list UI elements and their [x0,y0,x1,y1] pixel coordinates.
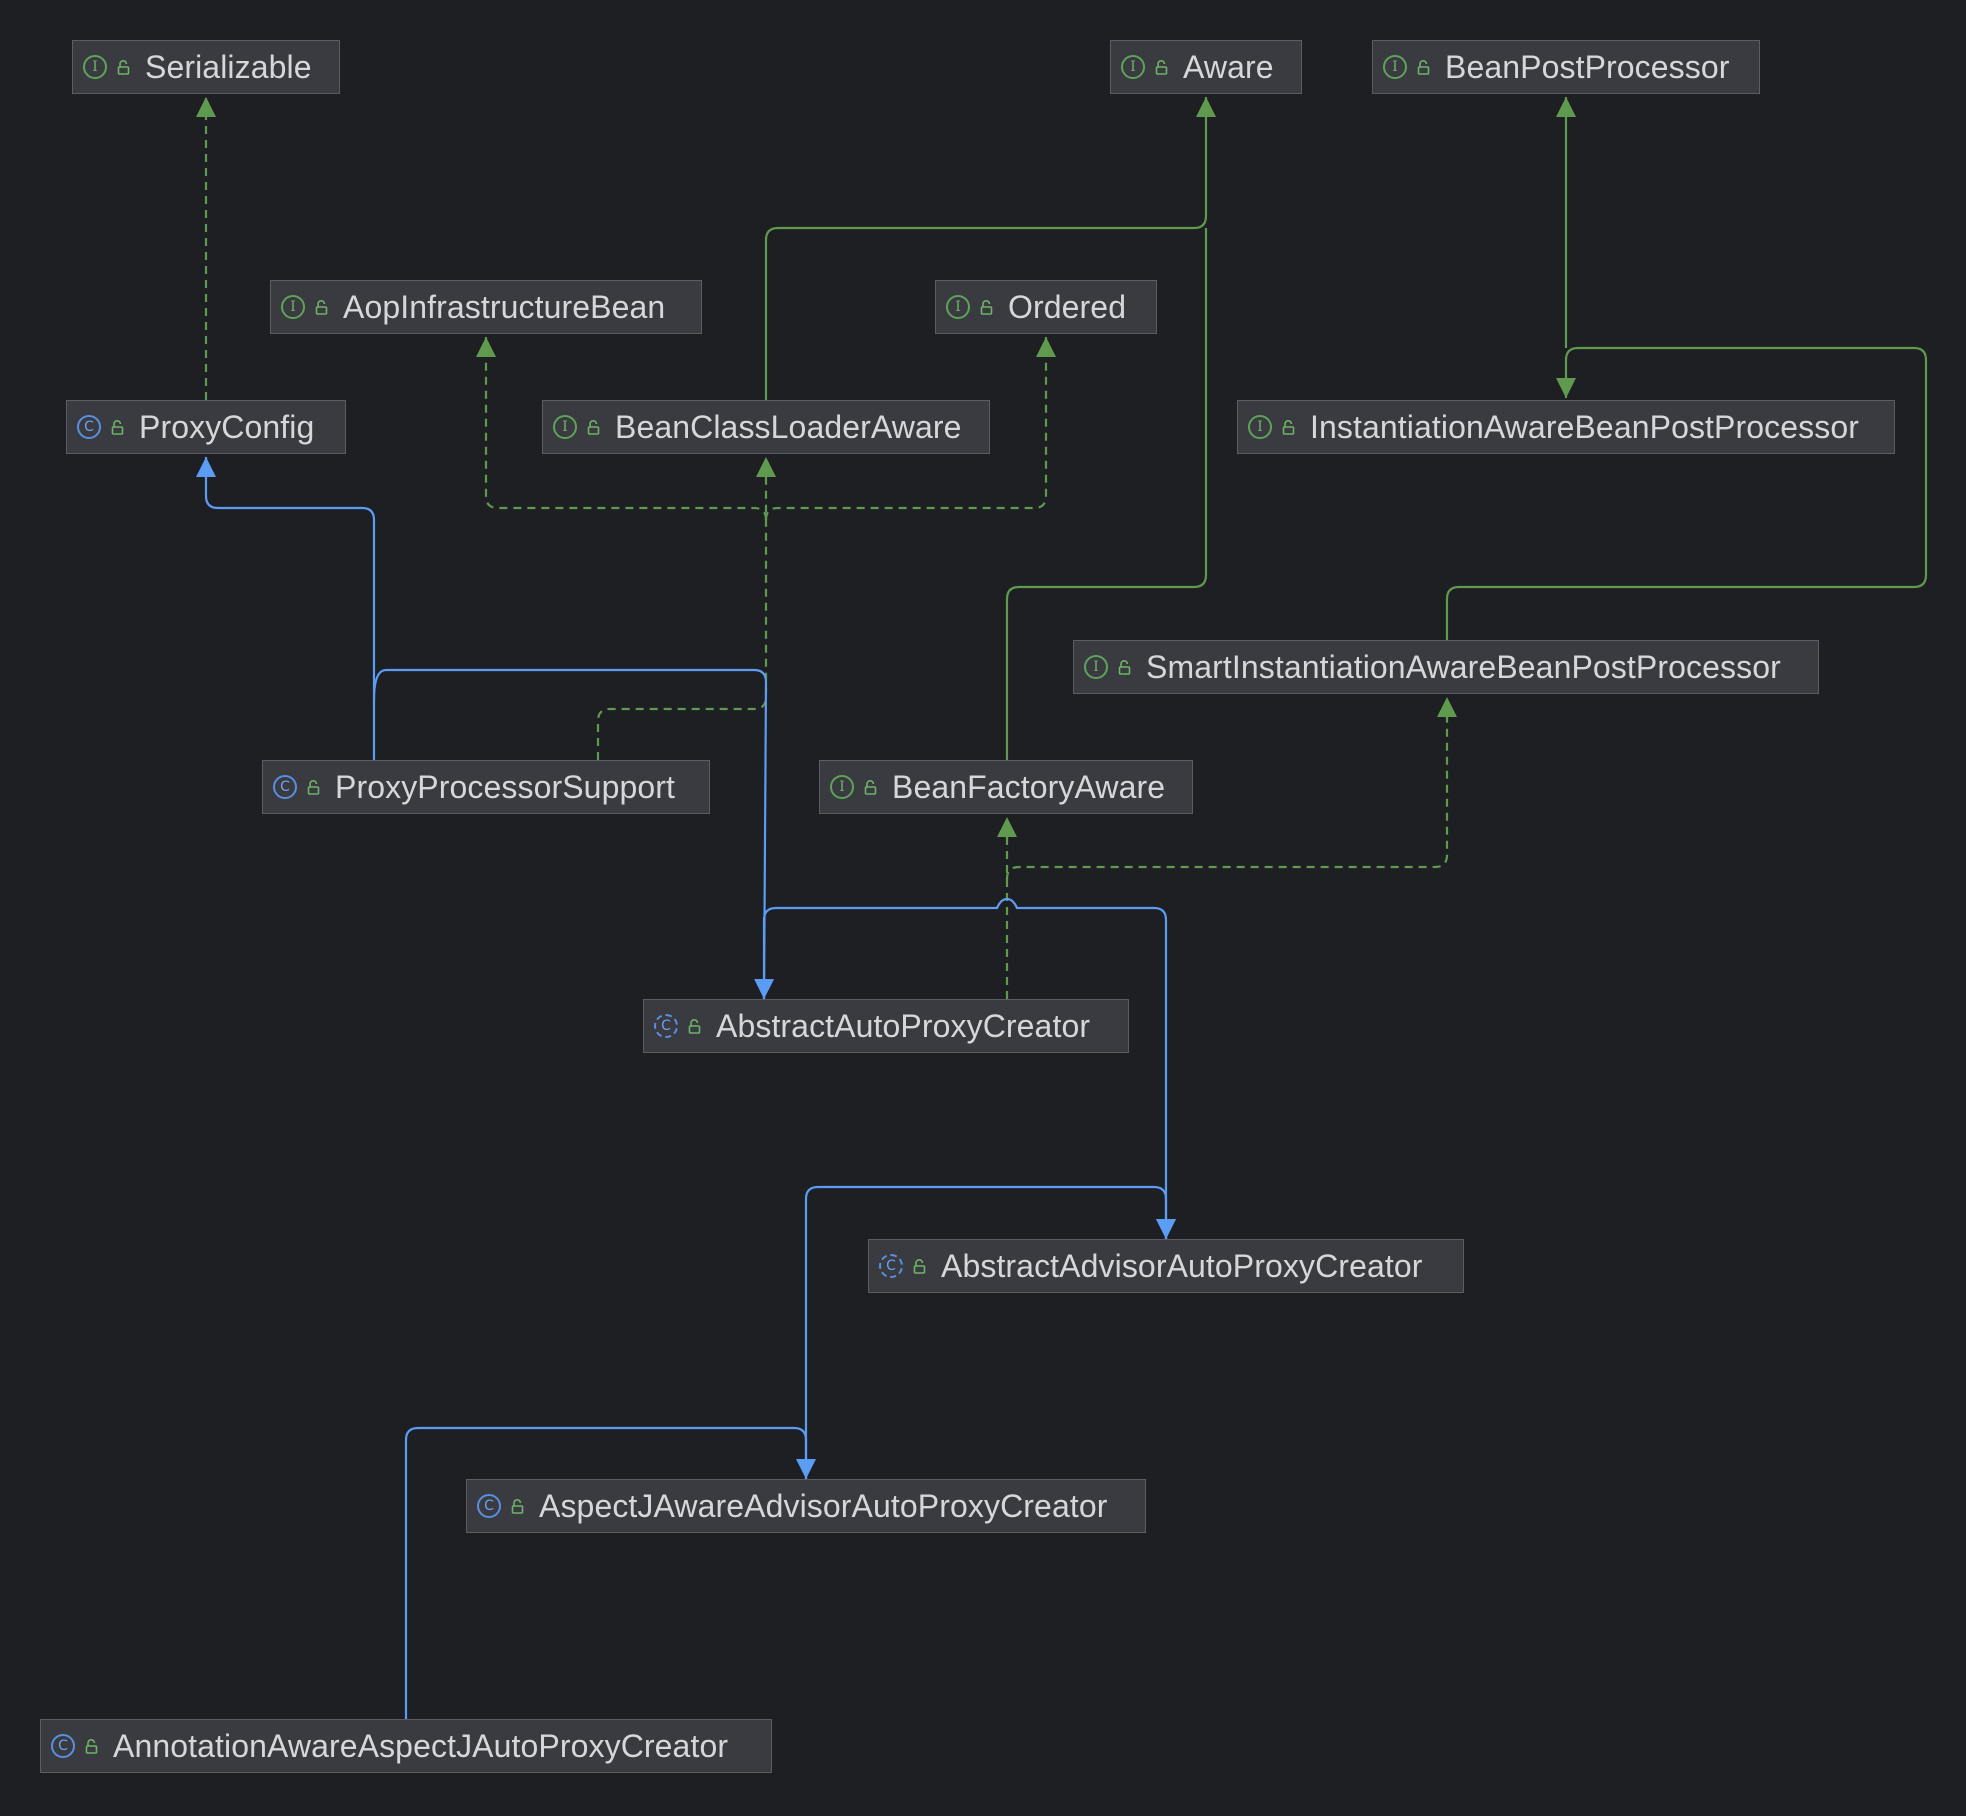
node-label: AbstractAutoProxyCreator [716,1007,1091,1044]
node-beanclassloaderaware[interactable]: I BeanClassLoaderAware [542,400,990,454]
abstract-class-icon: C [879,1254,903,1278]
edge-pps-to-ordered [764,337,1056,521]
edge-beanclassloaderaware-to-aware [764,97,1216,400]
unlock-icon [315,300,328,315]
node-aspectjawareadvisorautoproxycreator[interactable]: C AspectJAwareAdvisorAutoProxyCreator [466,1479,1146,1533]
unlock-icon [111,420,124,435]
unlock-icon [1155,60,1168,75]
edge-siabpp-to-iabpp [1445,346,1928,640]
node-proxyprocessorsupport[interactable]: C ProxyProcessorSupport [262,760,710,814]
interface-icon: I [83,55,107,79]
node-label: Serializable [145,48,312,85]
edge-aapc-to-aapc [762,897,1176,1239]
node-annotationawareaspectjautoproxycreator[interactable]: C AnnotationAwareAspectJAutoProxyCreator [40,1719,772,1773]
class-icon: C [273,775,297,799]
node-instantiationawarebeanpostprocessor[interactable]: I InstantiationAwareBeanPostProcessor [1237,400,1895,454]
node-label: AnnotationAwareAspectJAutoProxyCreator [113,1727,729,1764]
unlock-icon [688,1019,701,1034]
unlock-icon [587,420,600,435]
class-icon: C [477,1494,501,1518]
node-label: ProxyProcessorSupport [335,768,676,805]
node-aopinfrastructurebean[interactable]: I AopInfrastructureBean [270,280,702,334]
edge-pps-to-proxyconfig [196,457,376,760]
node-label: InstantiationAwareBeanPostProcessor [1310,408,1859,445]
edge-aspectj-to-aadvapc [804,1185,1176,1479]
unlock-icon [864,780,877,795]
unlock-icon [1417,60,1430,75]
unlock-icon [1118,660,1131,675]
node-label: SmartInstantiationAwareBeanPostProcessor [1146,648,1781,685]
unlock-icon [307,780,320,795]
interface-icon: I [1248,415,1272,439]
interface-icon: I [553,415,577,439]
node-label: BeanFactoryAware [892,768,1166,805]
node-beanpostprocessor[interactable]: I BeanPostProcessor [1372,40,1760,94]
unlock-icon [511,1499,524,1514]
abstract-class-icon: C [654,1014,678,1038]
node-label: AspectJAwareAdvisorAutoProxyCreator [539,1487,1108,1524]
node-beanfactoryaware[interactable]: I BeanFactoryAware [819,760,1193,814]
interface-icon: I [946,295,970,319]
unlock-icon [1282,420,1295,435]
interface-icon: I [1121,55,1145,79]
interface-icon: I [1084,655,1108,679]
class-icon: C [51,1734,75,1758]
node-label: Aware [1183,48,1274,85]
edge-aapc-to-siabpp [1005,697,1457,880]
node-label: ProxyConfig [139,408,315,445]
node-abstractautoproxycreator[interactable]: C AbstractAutoProxyCreator [643,999,1129,1053]
class-icon: C [77,415,101,439]
node-label: Ordered [1008,288,1127,325]
edge-pps-branch-to-aapc [372,668,775,1000]
edge-annotation-to-aspectj [404,1426,816,1719]
node-abstractadvisorautoproxycreator[interactable]: C AbstractAdvisorAutoProxyCreator [868,1239,1464,1293]
node-ordered[interactable]: I Ordered [935,280,1157,334]
node-label: AopInfrastructureBean [343,288,666,325]
node-smartinstantiationawarebeanpostprocessor[interactable]: I SmartInstantiationAwareBeanPostProcess… [1073,640,1819,694]
node-label: AbstractAdvisorAutoProxyCreator [941,1247,1423,1284]
unlock-icon [980,300,993,315]
unlock-icon [85,1739,98,1754]
edge-beanfactoryaware-to-aware [1005,228,1208,760]
unlock-icon [117,60,130,75]
interface-icon: I [830,775,854,799]
node-aware[interactable]: I Aware [1110,40,1302,94]
node-proxyconfig[interactable]: C ProxyConfig [66,400,346,454]
unlock-icon [913,1259,926,1274]
interface-icon: I [281,295,305,319]
node-label: BeanClassLoaderAware [615,408,962,445]
node-serializable[interactable]: I Serializable [72,40,340,94]
interface-icon: I [1383,55,1407,79]
node-label: BeanPostProcessor [1445,48,1730,85]
edge-pps-to-aopinfrastructurebean [476,337,768,521]
edge-pps-to-beanclassloaderaware [596,457,776,760]
